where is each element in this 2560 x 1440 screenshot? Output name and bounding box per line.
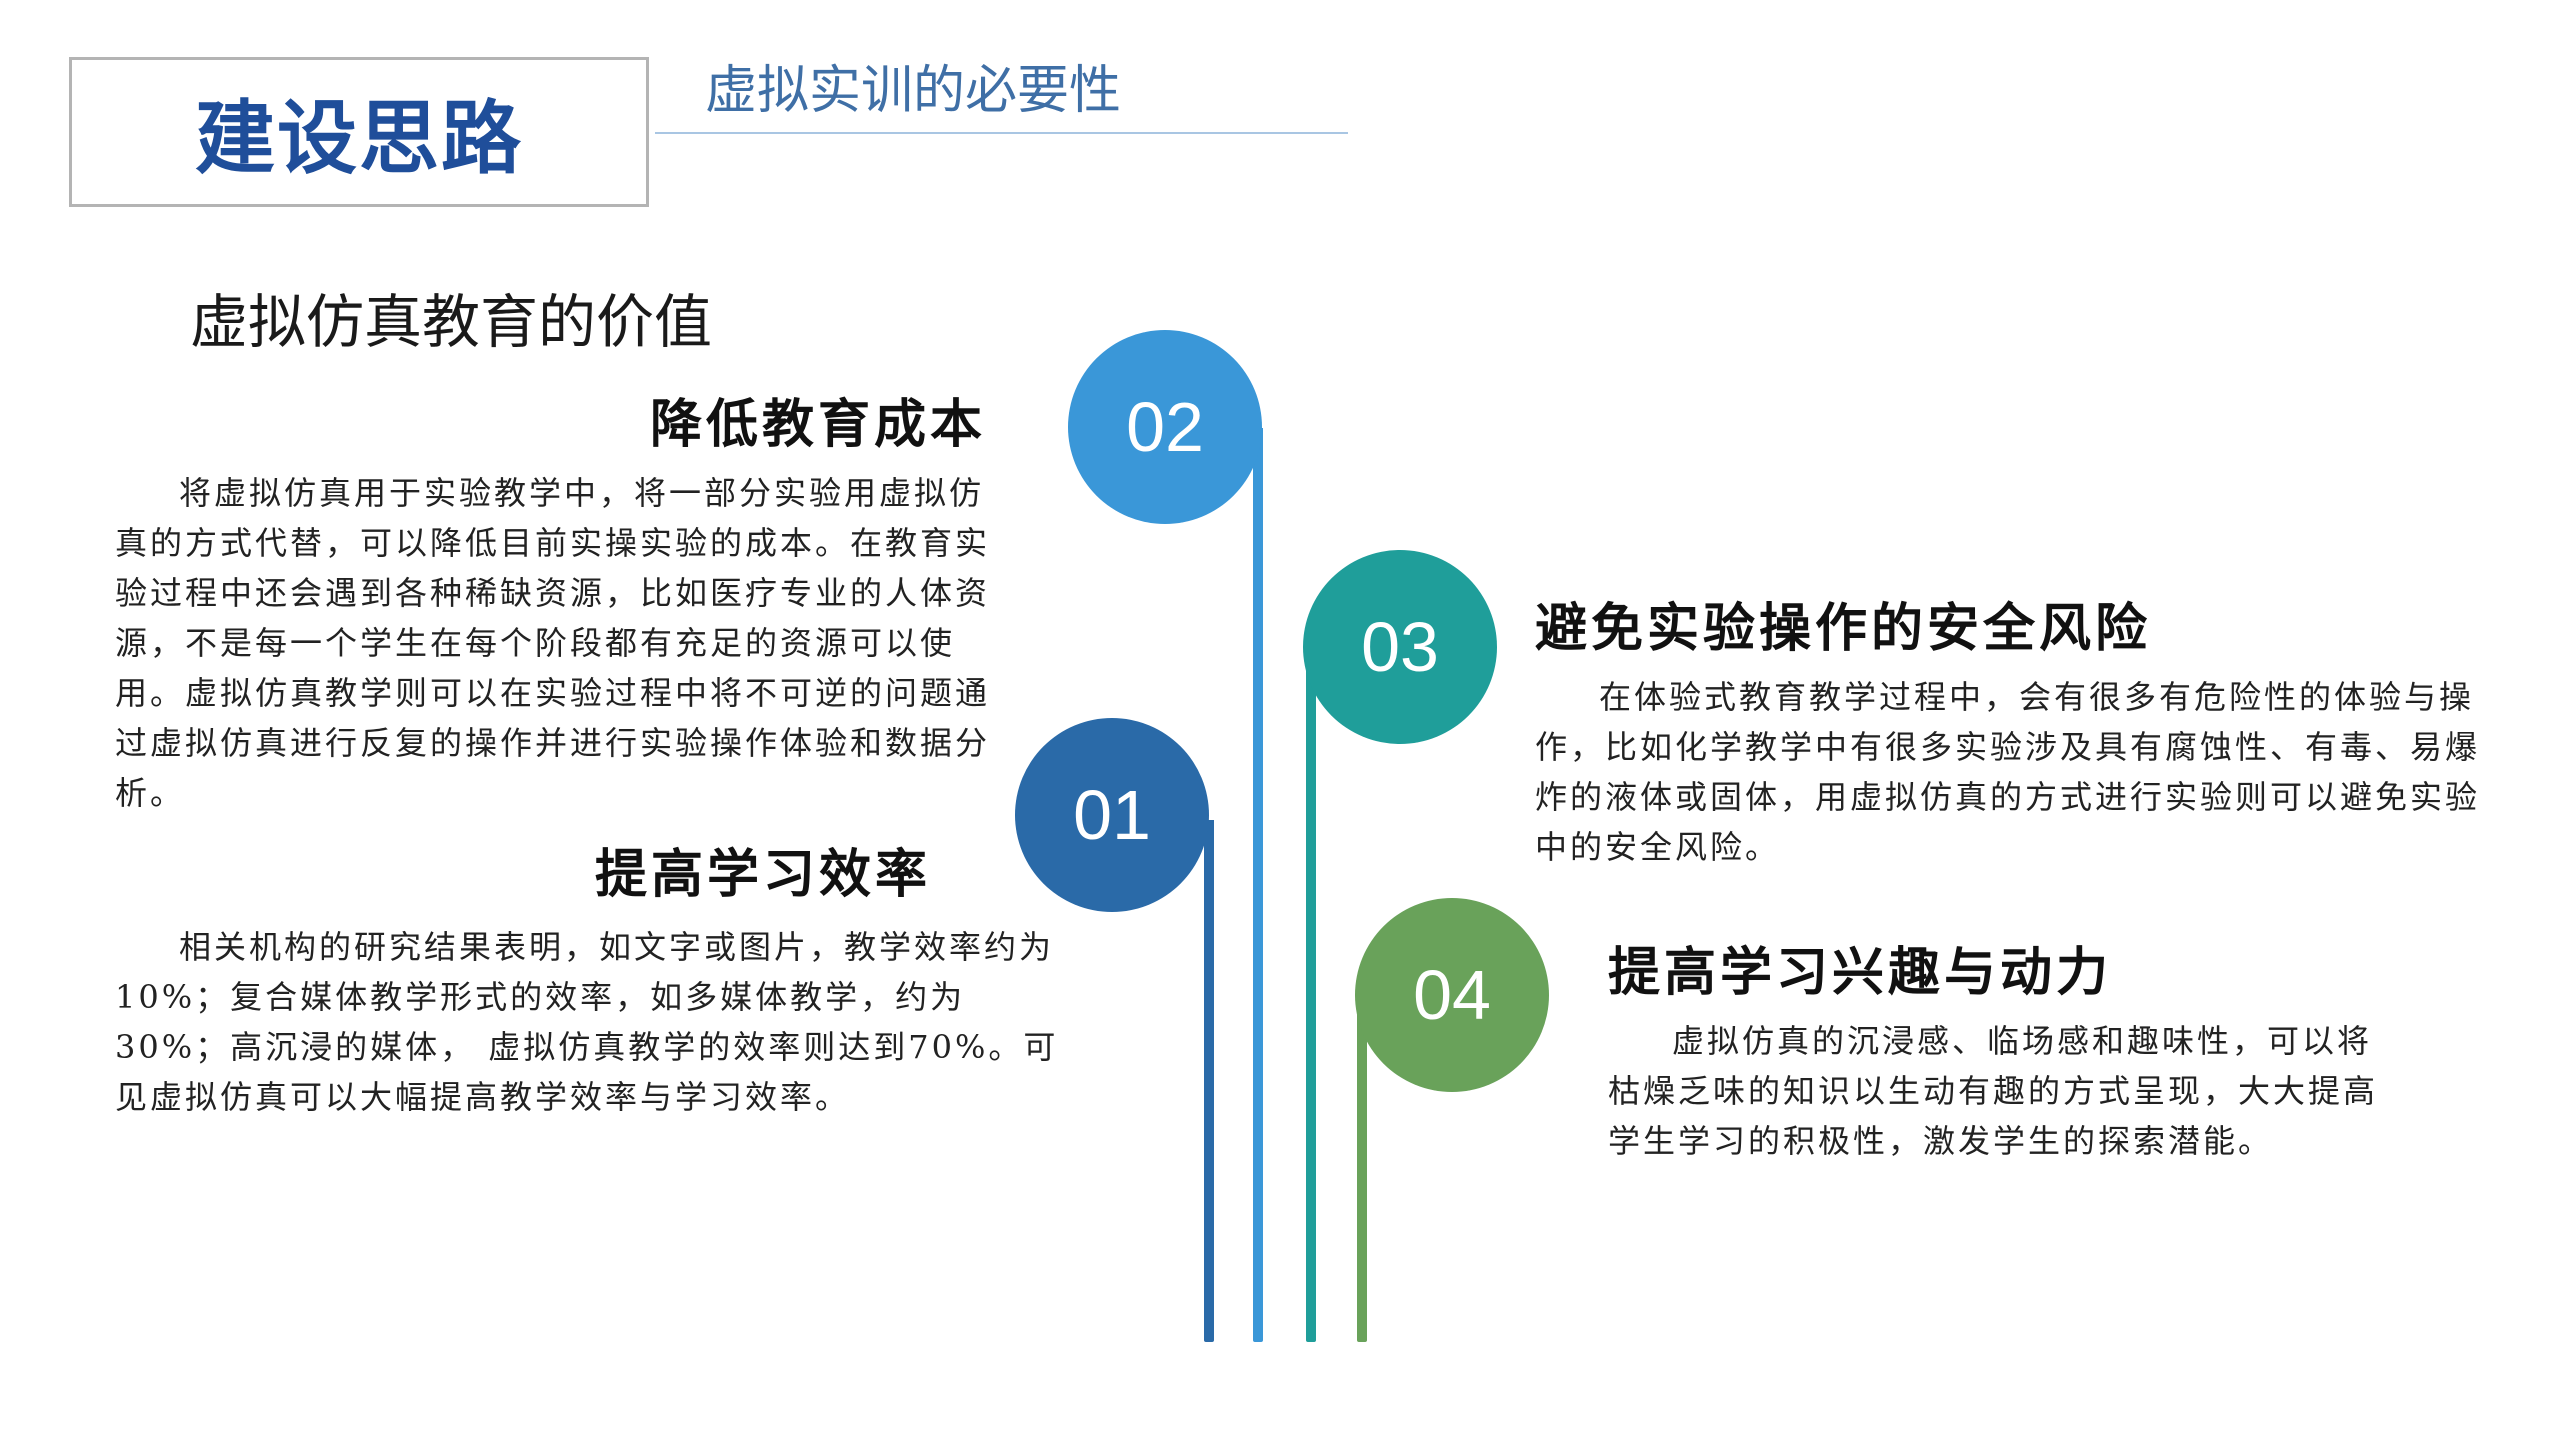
item-02-text: 将虚拟仿真用于实验教学中，将一部分实验用虚拟仿真的方式代替，可以降低目前实操实验… xyxy=(115,474,991,812)
item-04-text: 虚拟仿真的沉浸感、临场感和趣味性，可以将枯燥乏味的知识以生动有趣的方式呈现，大大… xyxy=(1608,1022,2379,1160)
item-03-title: 避免实验操作的安全风险 xyxy=(1535,599,2152,659)
number-03: 03 xyxy=(1361,608,1439,686)
number-02: 02 xyxy=(1126,388,1204,466)
number-04: 04 xyxy=(1413,956,1491,1034)
stem-02 xyxy=(1253,428,1263,1342)
item-02-title: 降低教育成本 xyxy=(650,395,987,455)
section-heading: 虚拟仿真教育的价值 xyxy=(190,288,713,356)
circle-02: 02 xyxy=(1068,330,1262,524)
subtitle-divider xyxy=(655,132,1348,134)
circle-01: 01 xyxy=(1015,718,1209,912)
title-box: 建设思路 xyxy=(69,57,649,207)
item-04-title: 提高学习兴趣与动力 xyxy=(1608,943,2113,1003)
stem-04 xyxy=(1357,1000,1367,1342)
item-01-text: 相关机构的研究结果表明，如文字或图片，教学效率约为10%；复合媒体教学形式的效率… xyxy=(115,928,1059,1116)
circle-03: 03 xyxy=(1303,550,1497,744)
item-03-text: 在体验式教育教学过程中，会有很多有危险性的体验与操作，比如化学教学中有很多实验涉… xyxy=(1535,678,2481,866)
page-subtitle: 虚拟实训的必要性 xyxy=(705,61,1122,121)
item-01-title: 提高学习效率 xyxy=(595,845,932,905)
stem-01 xyxy=(1204,820,1214,1342)
stem-03 xyxy=(1306,650,1316,1342)
page-title: 建设思路 xyxy=(195,92,523,185)
number-01: 01 xyxy=(1073,776,1151,854)
circle-04: 04 xyxy=(1355,898,1549,1092)
